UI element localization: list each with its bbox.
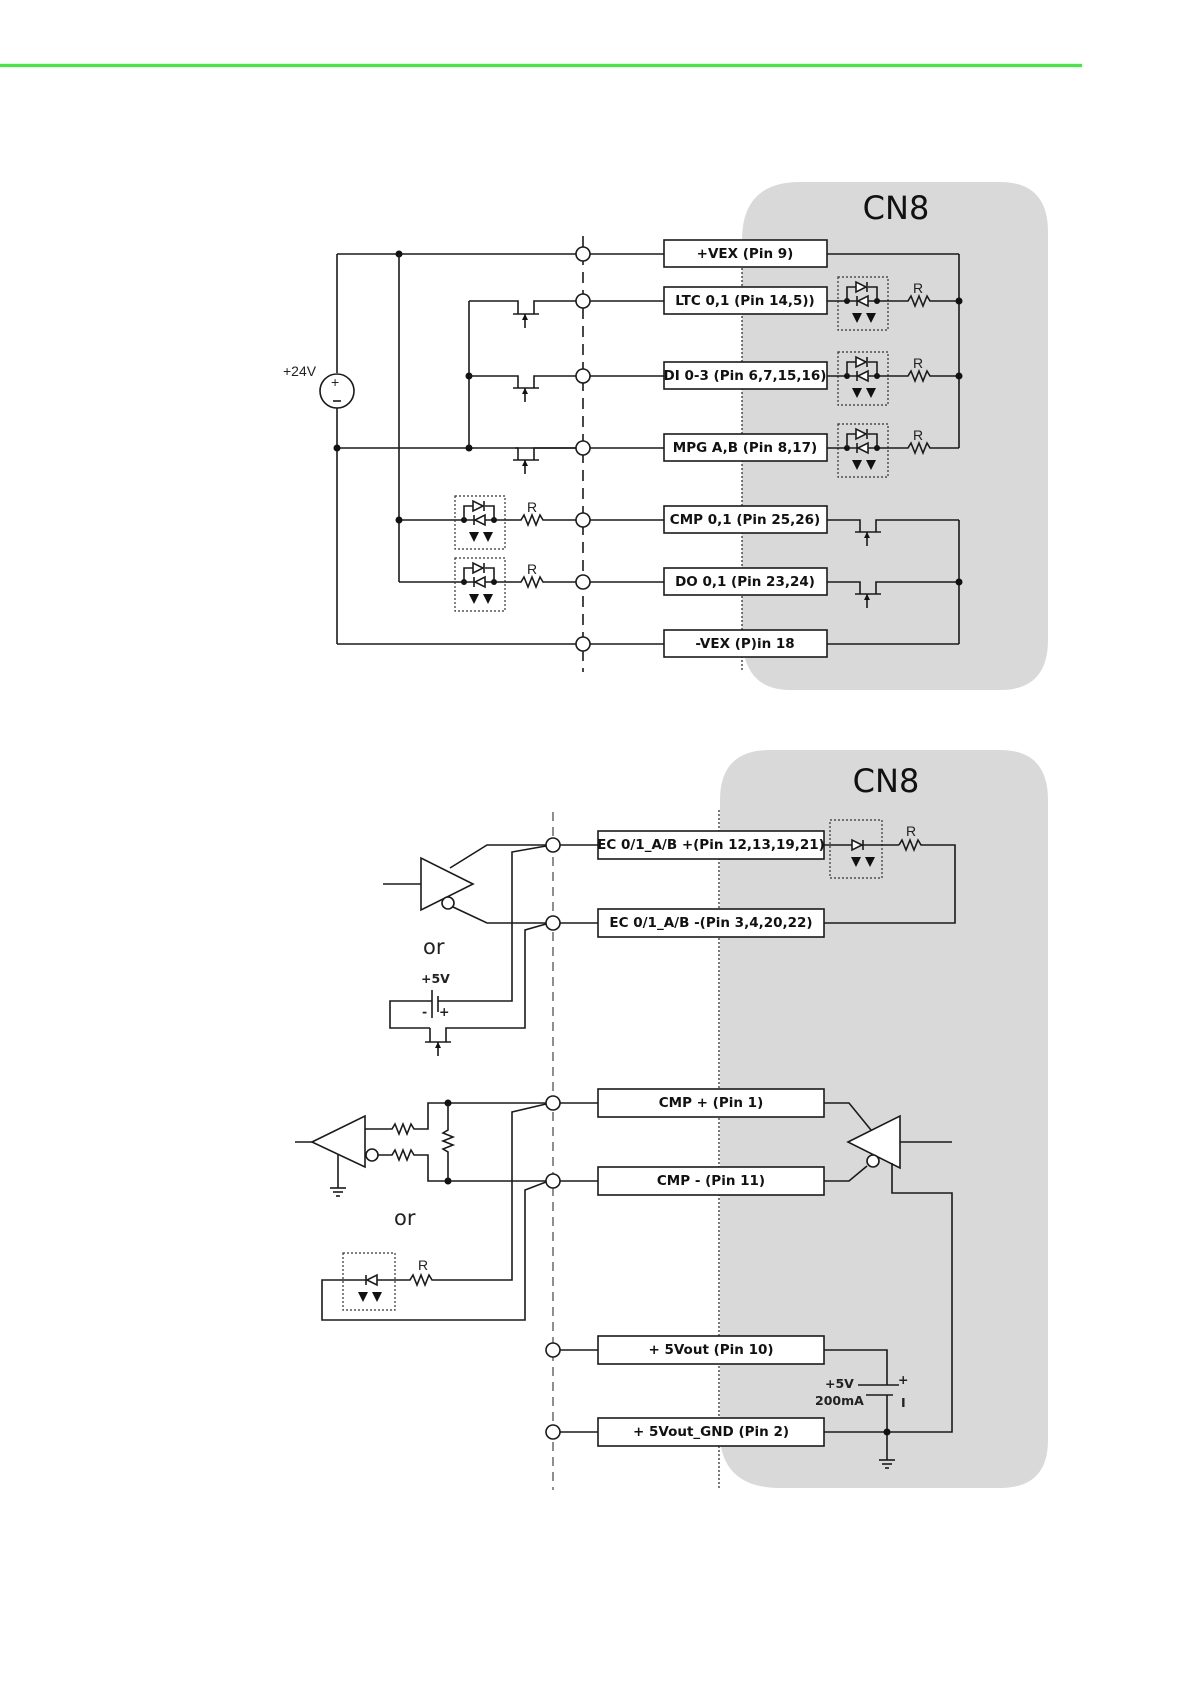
svg-text:EC 0/1_A/B +(Pin 12,13,19,21): EC 0/1_A/B +(Pin 12,13,19,21) (597, 837, 825, 853)
battery-icon: - + (422, 990, 449, 1019)
optocoupler-icon (824, 819, 899, 879)
pin-5vout: + 5Vout (Pin 10) (597, 1335, 825, 1365)
svg-text:EC 0/1_A/B -(Pin 3,4,20,22): EC 0/1_A/B -(Pin 3,4,20,22) (609, 915, 812, 931)
dc-supply-icon: + I (824, 1349, 908, 1460)
pin-ec-minus: EC 0/1_A/B -(Pin 3,4,20,22) (597, 908, 825, 938)
supply-current-label: 200mA (815, 1393, 864, 1408)
resistor-icon: R (905, 427, 959, 456)
resistor-icon: R (824, 823, 956, 924)
optocoupler-icon (454, 495, 509, 550)
pin-ec-plus: EC 0/1_A/B +(Pin 12,13,19,21) (597, 830, 825, 860)
connector-title: CN8 (863, 189, 930, 227)
svg-text:CMP - (Pin 11): CMP - (Pin 11) (657, 1173, 765, 1189)
resistor-icon: R (905, 280, 963, 309)
pin-cmp: CMP 0,1 (Pin 25,26) (663, 505, 828, 534)
terminal (545, 837, 561, 853)
pin-vex-plus: +VEX (Pin 9) (663, 239, 828, 268)
resistor-icon: R (905, 355, 963, 384)
connector-title: CN8 (853, 762, 920, 800)
svg-text:I: I (901, 1395, 906, 1410)
header-rule (0, 64, 1082, 67)
pin-vex-minus: -VEX (P)in 18 (663, 629, 828, 658)
transistor-icon (425, 923, 547, 1056)
wiring-diagram-top: CN8 + +24V +VEX (Pin 9) LTC 0,1 (Pin 14,… (283, 182, 1048, 690)
resistor-icon (440, 1103, 456, 1181)
svg-text:MPG A,B (Pin 8,17): MPG A,B (Pin 8,17) (673, 440, 817, 456)
terminal (575, 512, 664, 528)
terminal (575, 440, 664, 456)
svg-text:CMP 0,1 (Pin 25,26): CMP 0,1 (Pin 25,26) (670, 512, 820, 528)
svg-text:+ 5Vout_GND (Pin 2): + 5Vout_GND (Pin 2) (633, 1424, 789, 1440)
transistor-icon (513, 375, 576, 402)
connector-region (720, 750, 1048, 1488)
svg-text:R: R (527, 499, 537, 515)
svg-text:+: + (898, 1372, 908, 1387)
svg-text:+VEX (Pin 9): +VEX (Pin 9) (697, 246, 794, 262)
terminal (575, 246, 664, 262)
pin-cmp-plus: CMP + (Pin 1) (597, 1088, 825, 1118)
terminal (545, 1173, 561, 1189)
transistor-icon (513, 447, 576, 474)
pin-cmp-minus: CMP - (Pin 11) (597, 1166, 825, 1196)
svg-text:R: R (913, 427, 923, 443)
svg-text:+ 5Vout (Pin 10): + 5Vout (Pin 10) (648, 1342, 773, 1358)
pin-mpg: MPG A,B (Pin 8,17) (663, 433, 828, 462)
transistor-icon (513, 300, 576, 328)
optocoupler-icon (342, 1252, 396, 1311)
svg-text:-: - (422, 1004, 427, 1019)
svg-text:R: R (527, 561, 537, 577)
ground-icon (879, 1459, 895, 1469)
svg-text:R: R (418, 1257, 428, 1273)
ground-icon (330, 1187, 346, 1197)
terminal (545, 1095, 561, 1111)
terminal (337, 636, 664, 652)
svg-text:-VEX (P)in 18: -VEX (P)in 18 (695, 636, 794, 652)
optocoupler-icon (454, 557, 509, 612)
battery-label: +5V (421, 971, 450, 986)
svg-text:+: + (331, 374, 339, 390)
pin-5vout-gnd: + 5Vout_GND (Pin 2) (597, 1417, 825, 1447)
supply-label: +24V (283, 363, 317, 379)
resistor-icon: R (377, 1103, 547, 1288)
pin-ltc: LTC 0,1 (Pin 14,5)) (663, 286, 828, 315)
line-receiver-icon (310, 1114, 366, 1169)
supply-voltage-label: +5V (825, 1376, 854, 1391)
terminal (575, 574, 664, 590)
terminal (545, 1424, 561, 1440)
resistor-icon (378, 1147, 546, 1182)
pin-do: DO 0,1 (Pin 23,24) (663, 567, 828, 596)
terminal (575, 368, 664, 384)
resistor-icon (365, 1102, 546, 1137)
resistor-icon: R (509, 561, 576, 590)
transistor-icon (827, 581, 959, 608)
optocoupler-icon (827, 351, 905, 406)
svg-text:R: R (913, 280, 923, 296)
or-label: or (423, 935, 445, 959)
svg-text:LTC 0,1 (Pin 14,5)): LTC 0,1 (Pin 14,5)) (675, 293, 814, 309)
svg-text:R: R (906, 823, 916, 839)
svg-text:DI 0-3 (Pin 6,7,15,16): DI 0-3 (Pin 6,7,15,16) (664, 368, 827, 384)
wiring-diagram-bottom: CN8 or +5V - + EC 0/1_A/B +(Pin 12,13,19… (295, 750, 1048, 1490)
optocoupler-icon (827, 276, 905, 331)
or-label: or (394, 1206, 416, 1230)
terminal (545, 1342, 561, 1358)
svg-text:DO 0,1 (Pin 23,24): DO 0,1 (Pin 23,24) (675, 574, 815, 590)
transistor-icon (827, 519, 959, 546)
optocoupler-icon (827, 423, 905, 478)
svg-text:R: R (913, 355, 923, 371)
pin-di: DI 0-3 (Pin 6,7,15,16) (663, 361, 828, 390)
svg-text:+: + (439, 1004, 449, 1019)
terminal (575, 293, 664, 309)
svg-text:CMP + (Pin 1): CMP + (Pin 1) (659, 1095, 764, 1111)
terminal (545, 915, 561, 931)
resistor-icon: R (509, 499, 576, 528)
